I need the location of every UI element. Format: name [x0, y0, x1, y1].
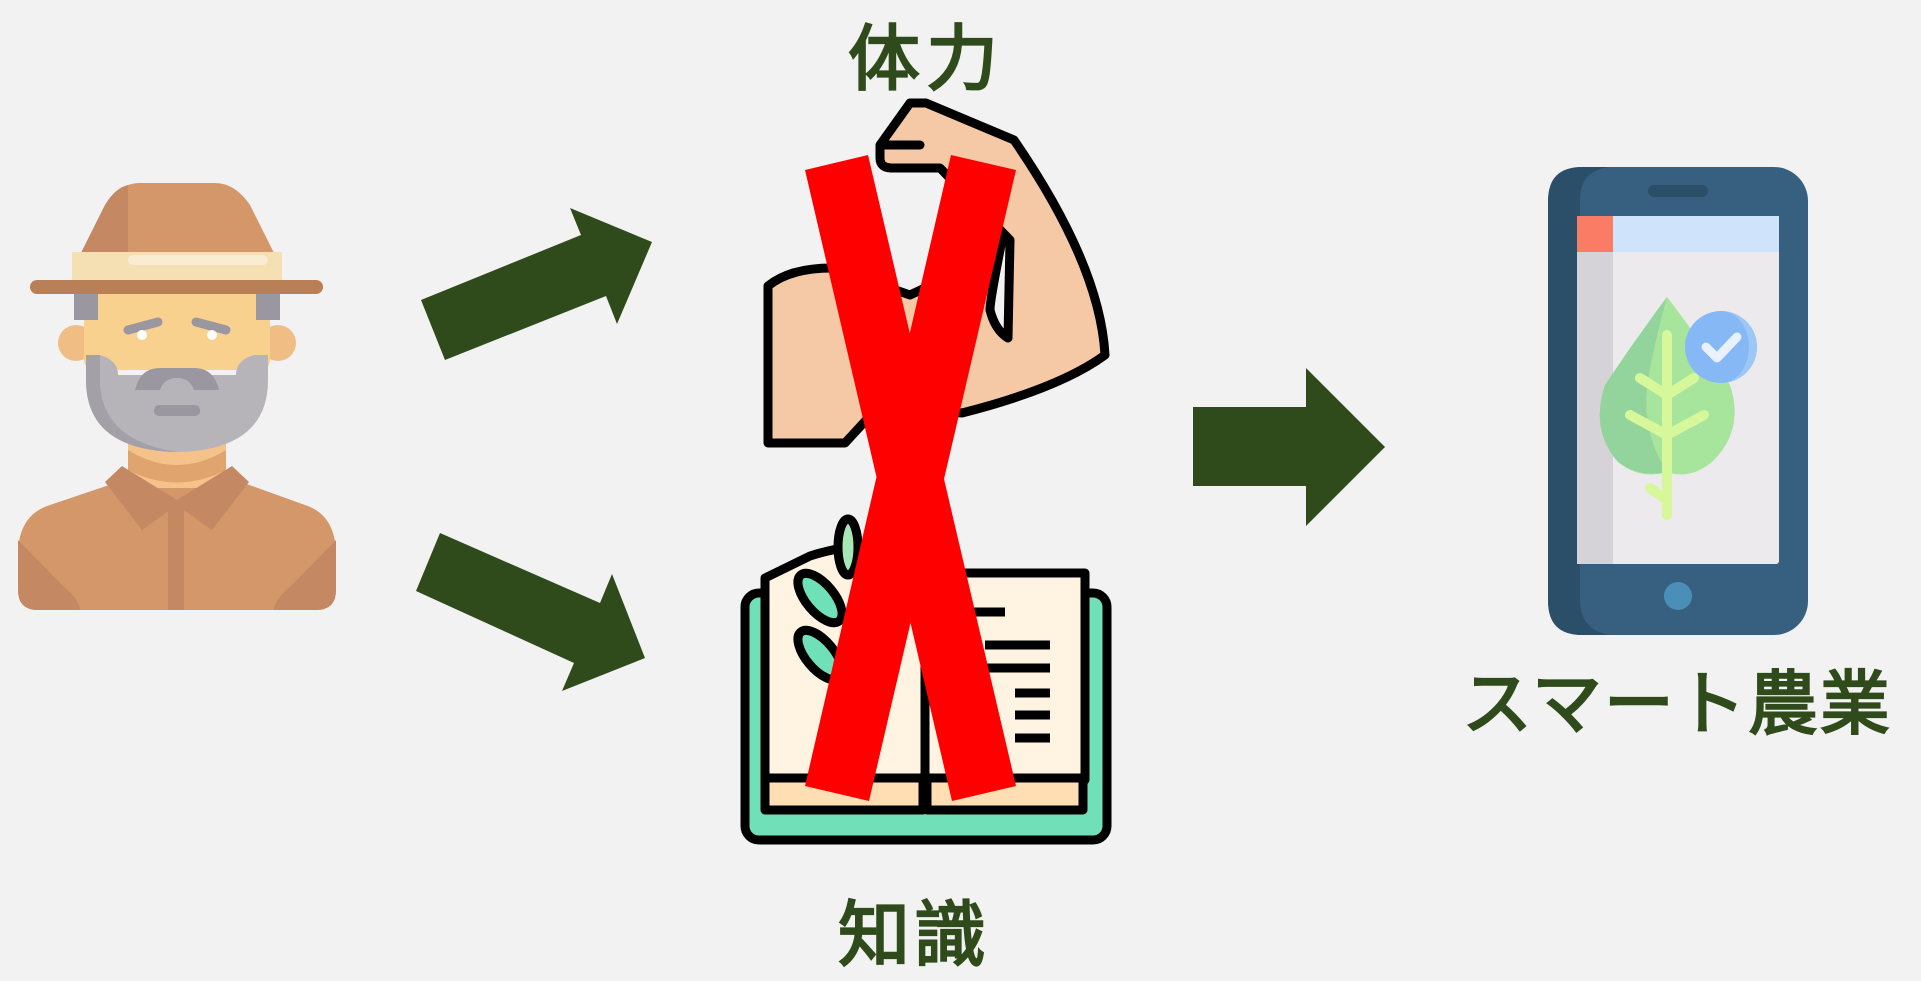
smart-agriculture-label: スマート農業 — [1462, 648, 1892, 749]
smartphone-icon — [1548, 167, 1808, 635]
arrow-right — [1193, 368, 1385, 526]
arrow-up-right — [421, 208, 652, 360]
farmer-icon — [18, 183, 336, 610]
knowledge-label: 知識 — [838, 876, 990, 981]
strength-label: 体力 — [848, 0, 1004, 105]
arrow-down-right — [416, 533, 645, 691]
